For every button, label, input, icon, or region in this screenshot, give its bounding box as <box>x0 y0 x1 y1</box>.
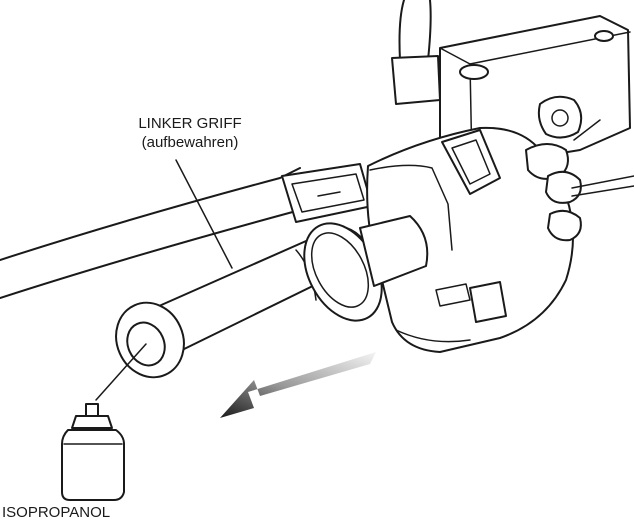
grip-label: LINKER GRIFF (aufbewahren) <box>112 114 268 152</box>
left-grip <box>115 215 429 379</box>
grip-leader-line <box>175 159 233 269</box>
lever-bracket <box>281 163 373 223</box>
brake-hose <box>398 0 432 61</box>
grip-label-line1: LINKER GRIFF <box>138 115 242 132</box>
grip-label-line2: (aufbewahren) <box>141 134 239 151</box>
spray-line <box>95 343 147 401</box>
isopropanol-label: ISOPROPANOL <box>2 504 111 521</box>
isopropanol-can <box>61 403 125 501</box>
handlebar <box>0 167 301 299</box>
pull-direction-arrow <box>220 352 376 418</box>
